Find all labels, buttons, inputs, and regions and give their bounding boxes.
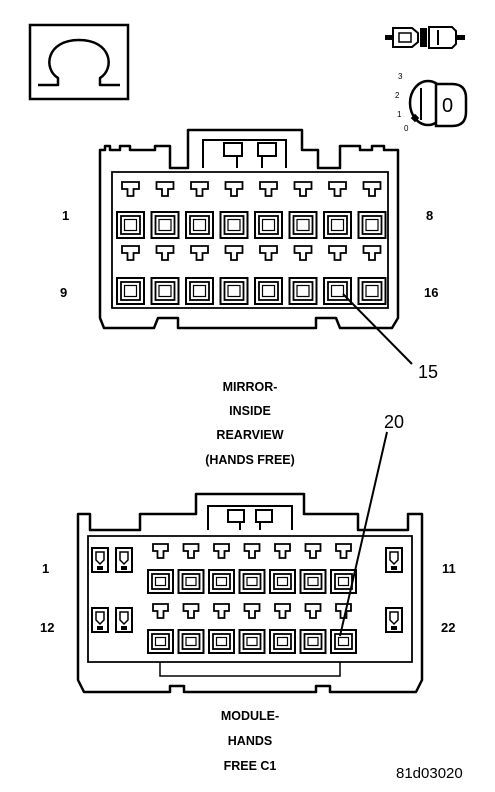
terminal-cavity-15 <box>323 277 352 305</box>
bottom-caption-line-1: MODULE- <box>221 709 279 723</box>
top-pin-label-last-row1: 8 <box>426 208 433 223</box>
terminal-clip <box>115 547 133 573</box>
bottom-caption-line-3: FREE C1 <box>224 759 277 773</box>
terminal-cavity-row1-1 <box>147 569 174 594</box>
top-callout-leader <box>342 293 413 365</box>
terminal-cavity-16 <box>357 277 387 305</box>
terminal-clip <box>385 547 403 573</box>
terminal-cavity-row2-4 <box>238 629 266 654</box>
terminal-cavity-12 <box>219 277 249 305</box>
top-caption-line-3: REARVIEW <box>216 428 283 442</box>
bottom-pin-label-first-row2: 12 <box>40 620 54 635</box>
top-callout-label: 15 <box>418 362 438 382</box>
terminal-cavity-row2-1 <box>147 629 174 654</box>
top-connector-terminals <box>116 181 387 305</box>
terminal-cavity-11 <box>185 277 214 305</box>
terminal-cavity-row1-2 <box>177 569 205 594</box>
terminal-cavity-1 <box>116 211 145 239</box>
terminal-cavity-3 <box>185 211 214 239</box>
top-pin-label-first: 1 <box>62 208 69 223</box>
terminal-cavity-row2-3 <box>208 629 235 654</box>
top-connector <box>98 128 400 330</box>
terminal-cavity-14 <box>288 277 318 305</box>
bottom-pin-label-last: 22 <box>441 620 455 635</box>
terminal-cavity-4 <box>219 211 249 239</box>
terminal-cavity-row2-5 <box>269 629 296 654</box>
top-pin-label-first-row2: 9 <box>60 285 67 300</box>
terminal-cavity-row2-6 <box>299 629 327 654</box>
bottom-pin-label-first: 1 <box>42 561 49 576</box>
terminal-cavity-13 <box>254 277 283 305</box>
terminal-cavity-row1-7 <box>330 569 357 594</box>
bottom-connector <box>76 492 424 694</box>
ignition-position-3: 3 <box>398 72 403 81</box>
terminal-cavity-row1-3 <box>208 569 235 594</box>
terminal-cavity-row1-4 <box>238 569 266 594</box>
terminal-cavity-row1-6 <box>299 569 327 594</box>
bottom-callout-leader <box>339 431 388 637</box>
terminal-cavity-row2-7 <box>330 629 357 654</box>
top-caption-line-4: (HANDS FREE) <box>205 453 295 467</box>
connector-plug-icon <box>385 26 465 49</box>
ignition-switch-icon: 3 2 1 0 0 <box>395 72 468 133</box>
terminal-clip <box>91 607 109 633</box>
terminal-cavity-7 <box>323 211 352 239</box>
top-caption-line-2: INSIDE <box>229 404 271 418</box>
terminal-cavity-8 <box>357 211 387 239</box>
bottom-callout-label: 20 <box>384 412 404 432</box>
terminal-clip <box>91 547 109 573</box>
top-pin-label-last: 16 <box>424 285 438 300</box>
bottom-connector-terminals <box>91 543 403 654</box>
top-caption-line-1: MIRROR- <box>223 380 278 394</box>
bottom-caption-line-2: HANDS <box>228 734 272 748</box>
terminal-cavity-6 <box>288 211 318 239</box>
ignition-key-label: 0 <box>442 95 453 117</box>
terminal-cavity-5 <box>254 211 283 239</box>
terminal-cavity-10 <box>150 277 180 305</box>
ignition-position-0: 0 <box>404 124 409 133</box>
omega-icon <box>28 23 130 101</box>
ignition-position-2: 2 <box>395 91 400 100</box>
terminal-clip <box>115 607 133 633</box>
terminal-cavity-row2-2 <box>177 629 205 654</box>
terminal-cavity-2 <box>150 211 180 239</box>
bottom-pin-label-last-row1: 11 <box>442 561 456 576</box>
figure-id: 81d03020 <box>396 765 463 782</box>
terminal-cavity-row1-5 <box>269 569 296 594</box>
terminal-clip <box>385 607 403 633</box>
ignition-position-1: 1 <box>397 110 402 119</box>
terminal-cavity-9 <box>116 277 145 305</box>
